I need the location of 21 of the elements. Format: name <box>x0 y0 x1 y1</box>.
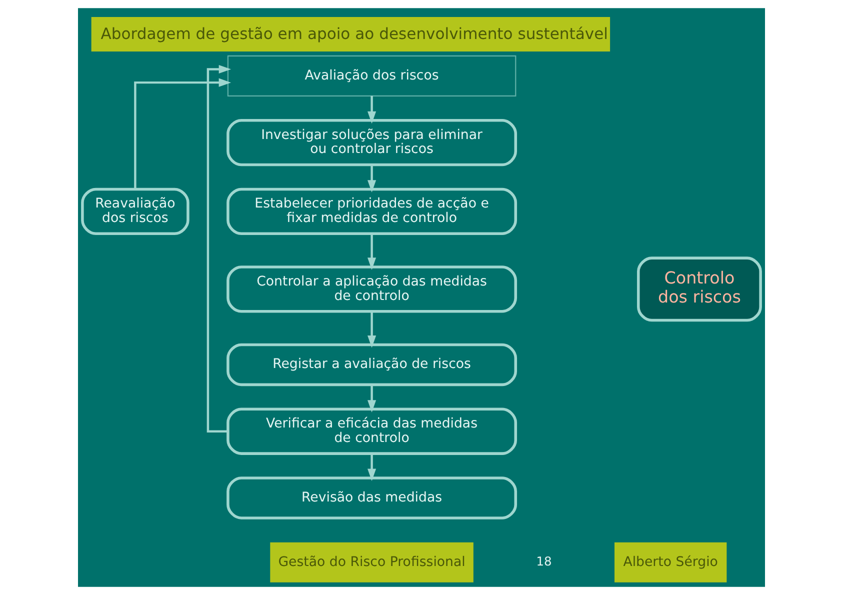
node-box: Reavaliação dos riscos <box>80 188 189 236</box>
node-box: Registar a avaliação de riscos <box>226 343 517 386</box>
arrow <box>367 234 376 270</box>
arrow <box>134 78 231 189</box>
node-box: Controlo dos riscos <box>636 256 762 322</box>
arrow <box>367 311 376 348</box>
arrow <box>367 454 376 482</box>
label: Alberto Sérgio <box>622 554 718 570</box>
node-box: Revisão das medidas <box>226 476 517 520</box>
label: 18 <box>536 554 552 569</box>
node-box: Investigar soluções para eliminar ou controlar riscos <box>226 118 517 166</box>
node-box: Estabelecer prioridades de acção e fixar medidas de controlo <box>226 188 517 236</box>
node-box: Controlar a aplicação das medidas de controlo <box>226 266 517 313</box>
node-box: Verificar a eficácia das medidas de controlo <box>226 408 517 455</box>
diagram-title: Abordagem de gestão em apoio ao desenvolvimento sustentável <box>100 24 608 43</box>
arrow <box>367 96 376 124</box>
arrow <box>206 64 231 432</box>
label: Gestão do Risco Profissional <box>278 554 465 570</box>
arrow <box>367 165 376 192</box>
node-box: Avaliação dos riscos <box>226 55 516 96</box>
arrow <box>367 384 376 412</box>
